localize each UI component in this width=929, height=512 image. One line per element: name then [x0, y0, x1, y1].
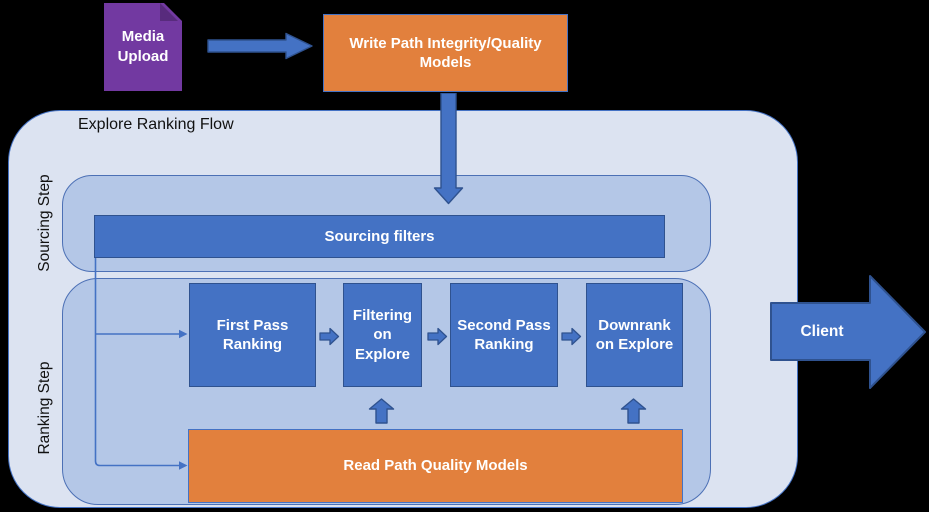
first-pass-ranking-node: First Pass Ranking	[189, 283, 316, 387]
second-pass-ranking-label: Second Pass Ranking	[457, 316, 551, 354]
arrow-second-to-downrank-icon	[561, 327, 582, 346]
read-path-quality-models-label: Read Path Quality Models	[343, 457, 528, 475]
arrow-filtering-to-second-icon	[427, 327, 448, 346]
client-label: Client	[800, 322, 844, 340]
arrow-read-to-filtering-icon	[368, 398, 395, 424]
write-path-models-node: Write Path Integrity/Quality Models	[323, 14, 568, 92]
client-node: Client	[770, 303, 874, 360]
filtering-on-explore-label: Filtering on Explore	[352, 306, 413, 363]
read-path-quality-models-node: Read Path Quality Models	[188, 429, 683, 503]
arrow-media-to-write-icon	[207, 32, 313, 60]
arrow-write-to-sourcing-icon	[433, 93, 464, 205]
first-pass-ranking-label: First Pass Ranking	[216, 316, 289, 354]
downrank-on-explore-label: Downrank on Explore	[595, 316, 674, 354]
media-upload-node: Media Upload	[104, 3, 182, 91]
ranking-step-label: Ranking Step	[36, 361, 53, 455]
sourcing-filters-label: Sourcing filters	[324, 227, 435, 245]
media-upload-label: Media Upload	[117, 27, 169, 65]
second-pass-ranking-node: Second Pass Ranking	[450, 283, 558, 387]
downrank-on-explore-node: Downrank on Explore	[586, 283, 683, 387]
arrow-read-to-downrank-icon	[620, 398, 647, 424]
filtering-on-explore-node: Filtering on Explore	[343, 283, 422, 387]
arrow-first-to-filtering-icon	[319, 327, 340, 346]
sourcing-filters-node: Sourcing filters	[94, 215, 665, 258]
explore-ranking-flow-title: Explore Ranking Flow	[78, 116, 234, 133]
arrow-to-client-icon	[770, 275, 926, 389]
write-path-models-label: Write Path Integrity/Quality Models	[349, 34, 542, 72]
sourcing-step-label: Sourcing Step	[36, 174, 53, 272]
